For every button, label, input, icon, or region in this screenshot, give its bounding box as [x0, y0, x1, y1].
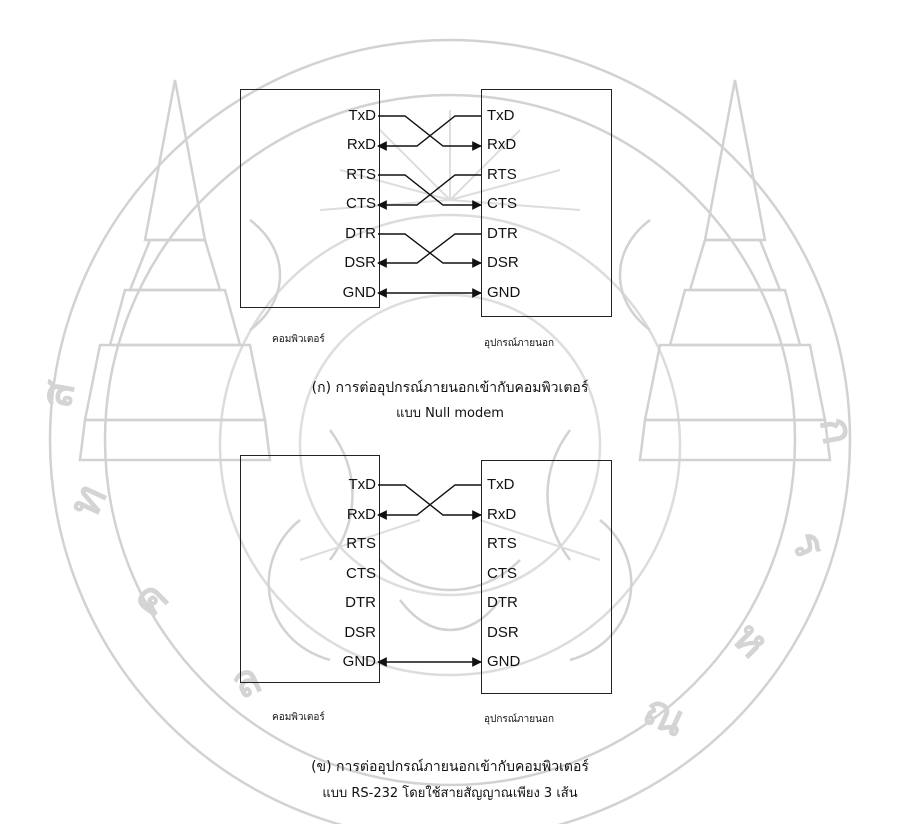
pin-label: RTS — [487, 166, 517, 183]
pin-label: RxD — [487, 506, 517, 523]
wire-rts-cts — [378, 174, 482, 210]
pin-label: DSR — [344, 254, 376, 271]
wire-dtr-dsr — [378, 233, 482, 268]
pin-label: TxD — [487, 476, 515, 493]
pin-label: RTS — [487, 535, 517, 552]
wire-rxd-txd — [377, 484, 481, 520]
caption-a-line1: (ก) การต่ออุปกรณ์ภายนอกเข้ากับคอมพิวเตอร… — [311, 380, 589, 396]
computer-label-b: คอมพิวเตอร์ — [272, 712, 325, 723]
device-label-a: อุปกรณ์ภายนอก — [484, 338, 555, 349]
pin-label: TxD — [487, 107, 515, 124]
device-box-b — [481, 460, 612, 694]
pin-label: GND — [487, 653, 521, 670]
computer-box-a — [240, 89, 380, 308]
pin-label: GND — [342, 653, 376, 670]
pin-label: GND — [342, 284, 376, 301]
pin-label: RxD — [487, 136, 517, 153]
pin-label: CTS — [346, 565, 376, 582]
pin-label: DSR — [487, 254, 519, 271]
pin-label: RTS — [346, 166, 376, 183]
wire-cts-rts — [377, 174, 481, 210]
computer-box-b — [240, 455, 380, 683]
computer-label-a: คอมพิวเตอร์ — [272, 334, 325, 345]
pin-label: RTS — [346, 535, 376, 552]
pin-label: GND — [487, 284, 521, 301]
pin-label: TxD — [348, 107, 377, 124]
caption-b-line1: (ข) การต่ออุปกรณ์ภายนอกเข้ากับคอมพิวเตอร… — [311, 759, 589, 775]
pin-label: DTR — [487, 594, 518, 611]
device-label-b: อุปกรณ์ภายนอก — [484, 714, 555, 725]
wire-txd-rxd — [378, 115, 482, 151]
pin-label: DTR — [487, 225, 518, 242]
caption-a-line2: แบบ Null modem — [396, 406, 504, 421]
wire-txd-rxd — [378, 484, 482, 520]
pin-label: RxD — [346, 136, 376, 153]
pin-label: CTS — [487, 565, 517, 582]
pin-label: DSR — [487, 624, 519, 641]
pin-label: RxD — [346, 506, 376, 523]
pin-label: DTR — [345, 225, 376, 242]
pin-label: DTR — [345, 594, 376, 611]
wire-rxd-txd — [377, 115, 481, 151]
pin-label: TxD — [348, 476, 377, 493]
caption-b-line2: แบบ RS-232 โดยใช้สายสัญญาณเพียง 3 เส้น — [322, 786, 578, 801]
pin-label: CTS — [346, 195, 376, 212]
wire-dsr-dtr — [377, 233, 481, 268]
pin-label: CTS — [487, 195, 517, 212]
pin-label: DSR — [344, 624, 376, 641]
